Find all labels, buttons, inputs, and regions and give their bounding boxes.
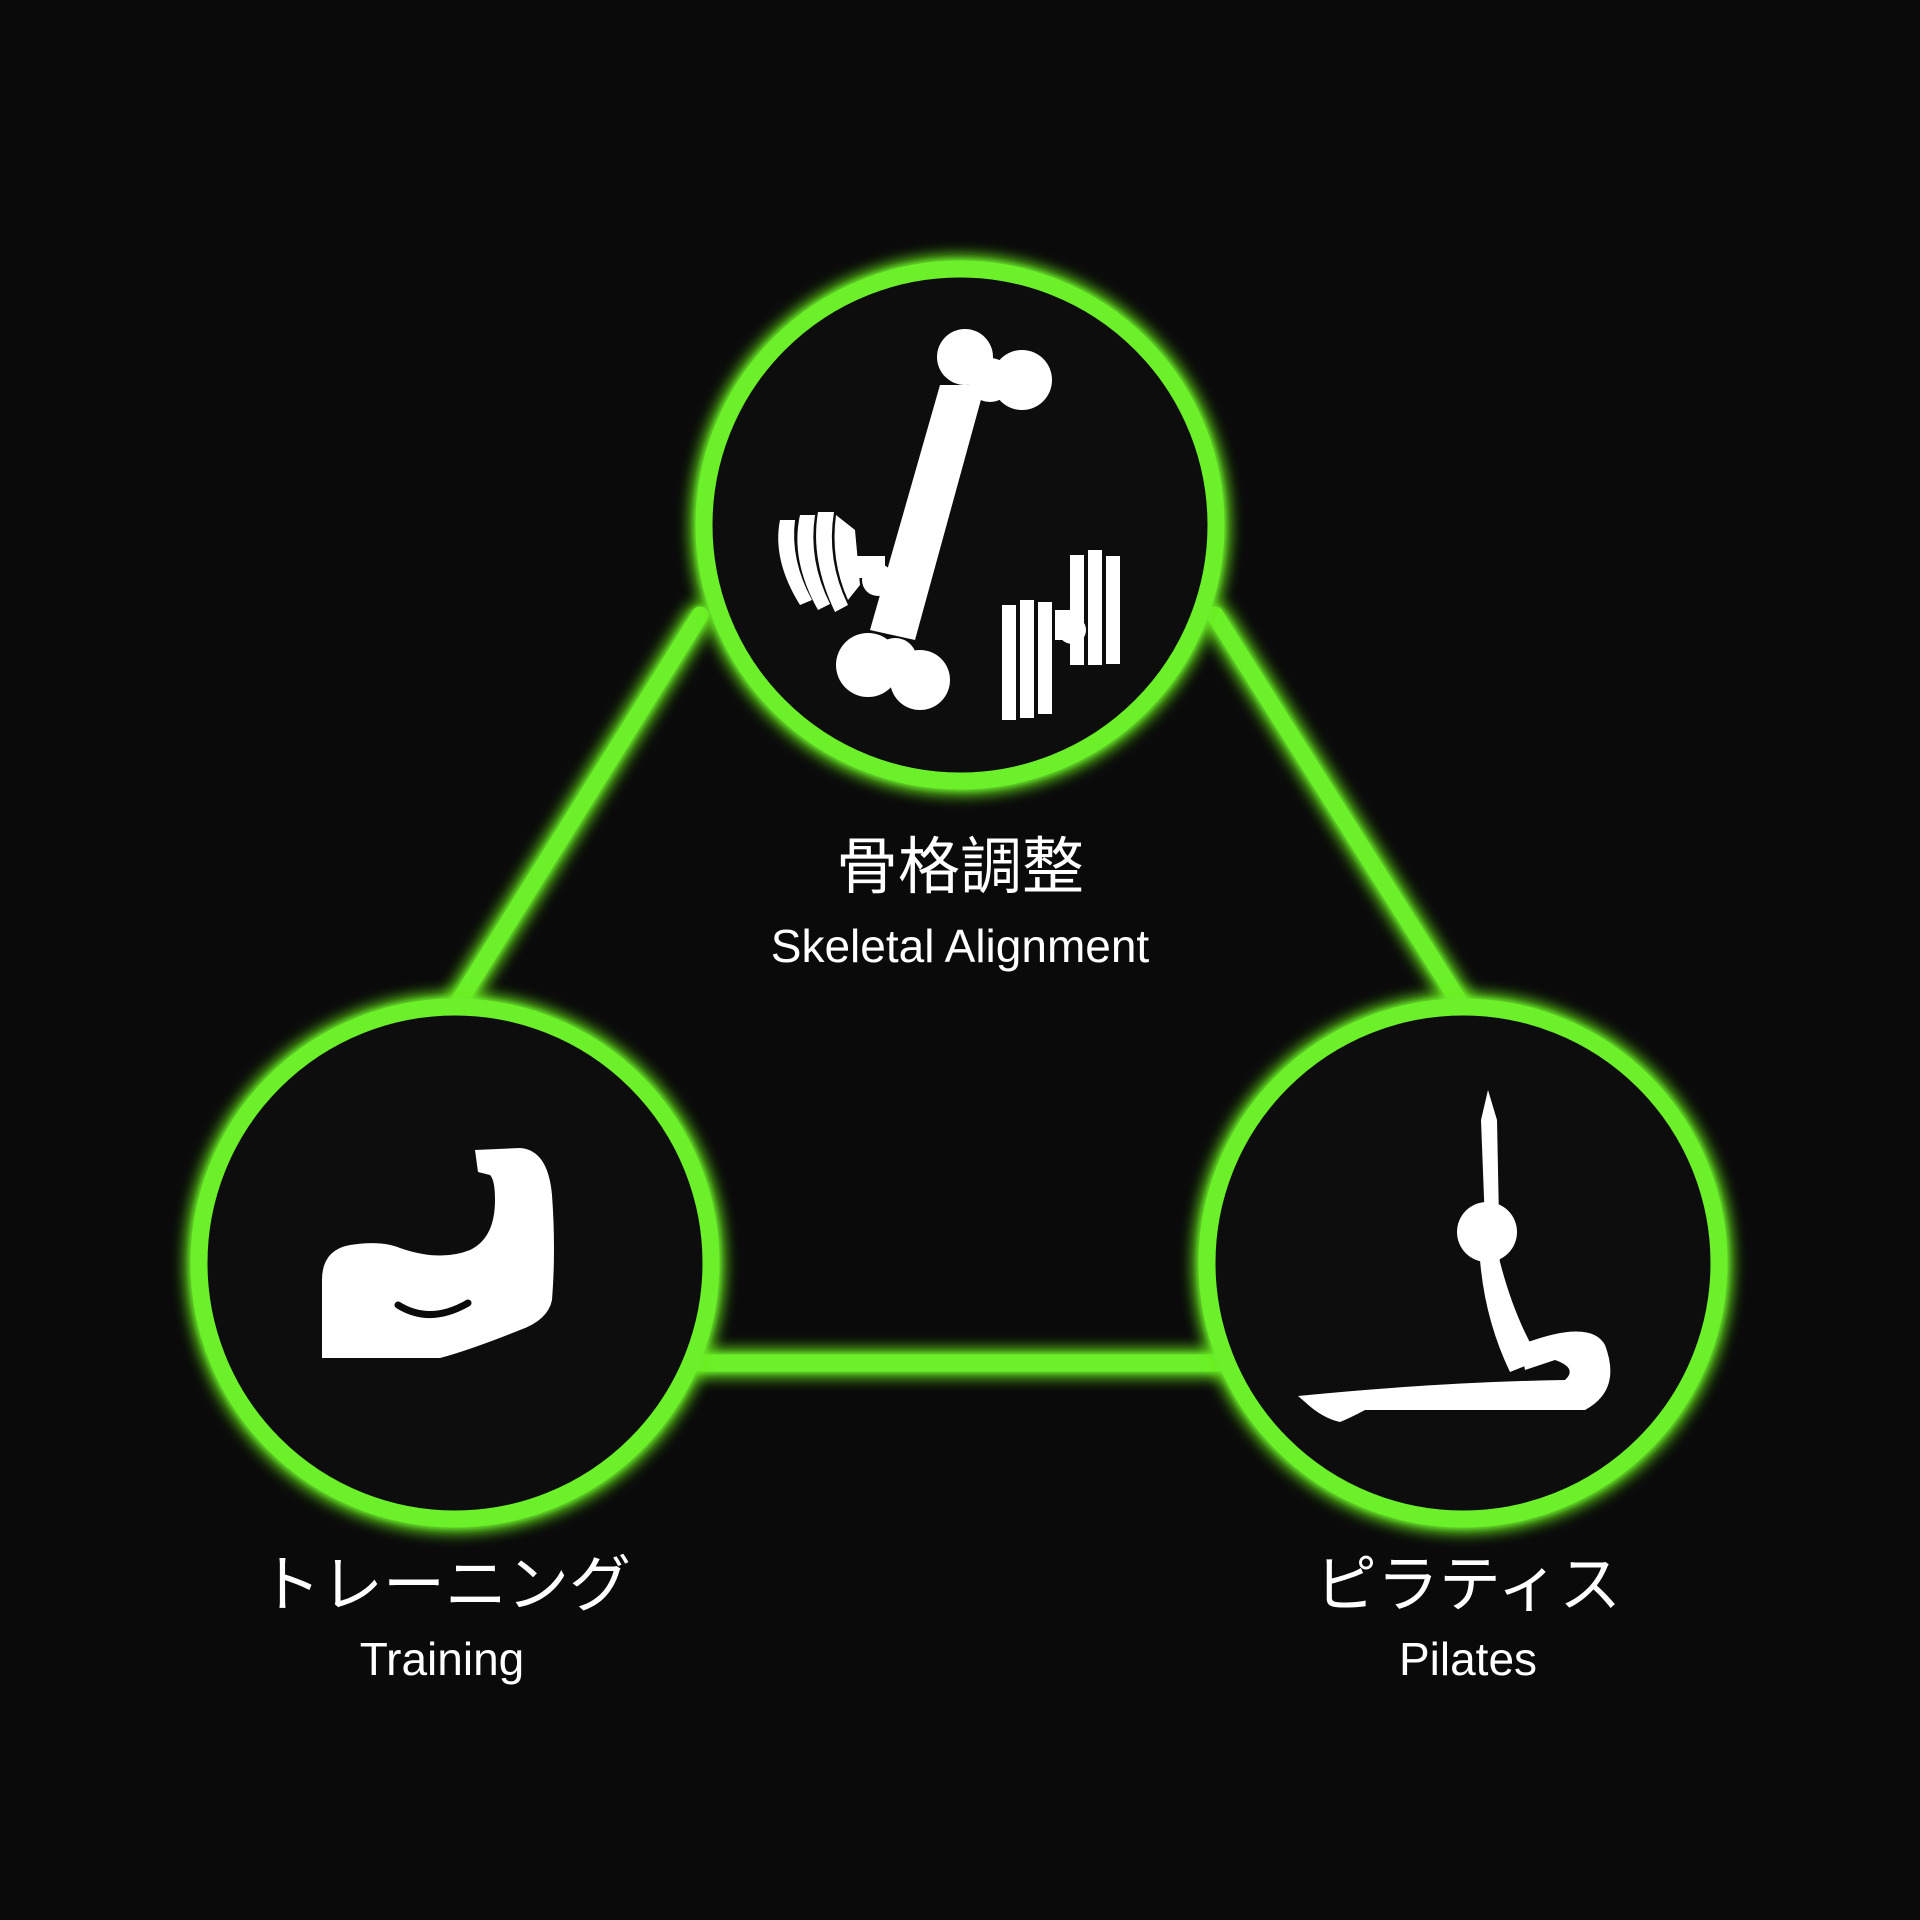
label-right-jp: ピラティス	[1315, 1548, 1621, 1621]
label-right: ピラティス Pilates	[1315, 1548, 1621, 1685]
label-left-jp: トレーニング	[259, 1548, 631, 1621]
connector-top-right	[1206, 606, 1467, 1009]
bone-dumbbell-icon	[778, 329, 1120, 720]
label-top: 骨格調整 Skeletal Alignment	[771, 830, 1150, 972]
label-left-en: Training	[360, 1633, 524, 1685]
connector-top-left	[451, 606, 709, 1009]
left-dumbbell-icon	[778, 512, 894, 612]
pilates-pose-icon	[1298, 1090, 1611, 1422]
label-right-en: Pilates	[1399, 1633, 1537, 1685]
label-top-jp: 骨格調整	[836, 830, 1084, 903]
connector-lines	[451, 606, 1467, 1372]
flexed-bicep-icon	[322, 1148, 554, 1358]
label-top-en: Skeletal Alignment	[771, 920, 1150, 972]
node-circle-right	[1198, 998, 1728, 1528]
right-dumbbell-icon	[1002, 550, 1120, 720]
label-left: トレーニング Training	[259, 1548, 631, 1685]
